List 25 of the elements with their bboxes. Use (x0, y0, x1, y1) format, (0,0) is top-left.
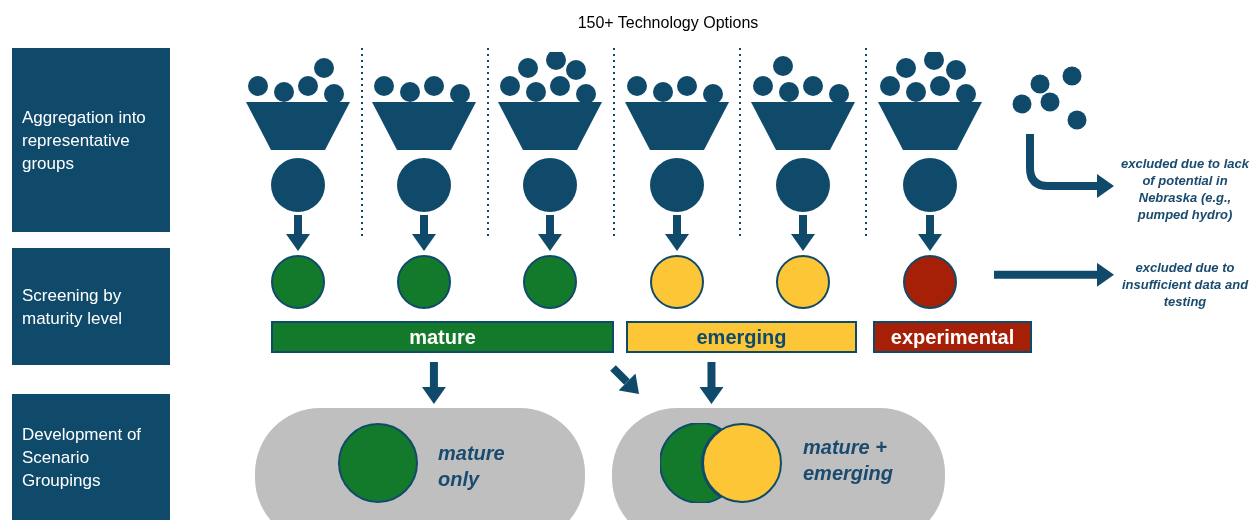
maturity-bar: mature (271, 321, 614, 353)
circle (650, 158, 704, 212)
circle (903, 158, 957, 212)
circle (776, 158, 830, 212)
note-text: excluded due to lack of potential in Nebraska (e.g., pumped hydro) (1118, 155, 1252, 223)
maturity-bar: emerging (626, 321, 857, 353)
arrow (610, 365, 639, 394)
circle (523, 158, 577, 212)
circle (271, 158, 325, 212)
scenario-label: mature + emerging (803, 435, 895, 486)
circle (903, 255, 957, 309)
title: 150+ Technology Options (576, 14, 760, 32)
circle (650, 255, 704, 309)
circle (523, 255, 577, 309)
scenario-label: mature only (438, 441, 506, 492)
row-header: Development of Scenario Groupings (12, 394, 170, 520)
circle (397, 255, 451, 309)
circle (397, 158, 451, 212)
circle (776, 255, 830, 309)
circle (271, 255, 325, 309)
maturity-bar: experimental (873, 321, 1032, 353)
note-text: excluded due to insufficient data and testing (1118, 259, 1252, 310)
row-header: Aggregation into representative groups (12, 48, 170, 232)
circle (702, 423, 782, 503)
row-header: Screening by maturity level (12, 248, 170, 365)
